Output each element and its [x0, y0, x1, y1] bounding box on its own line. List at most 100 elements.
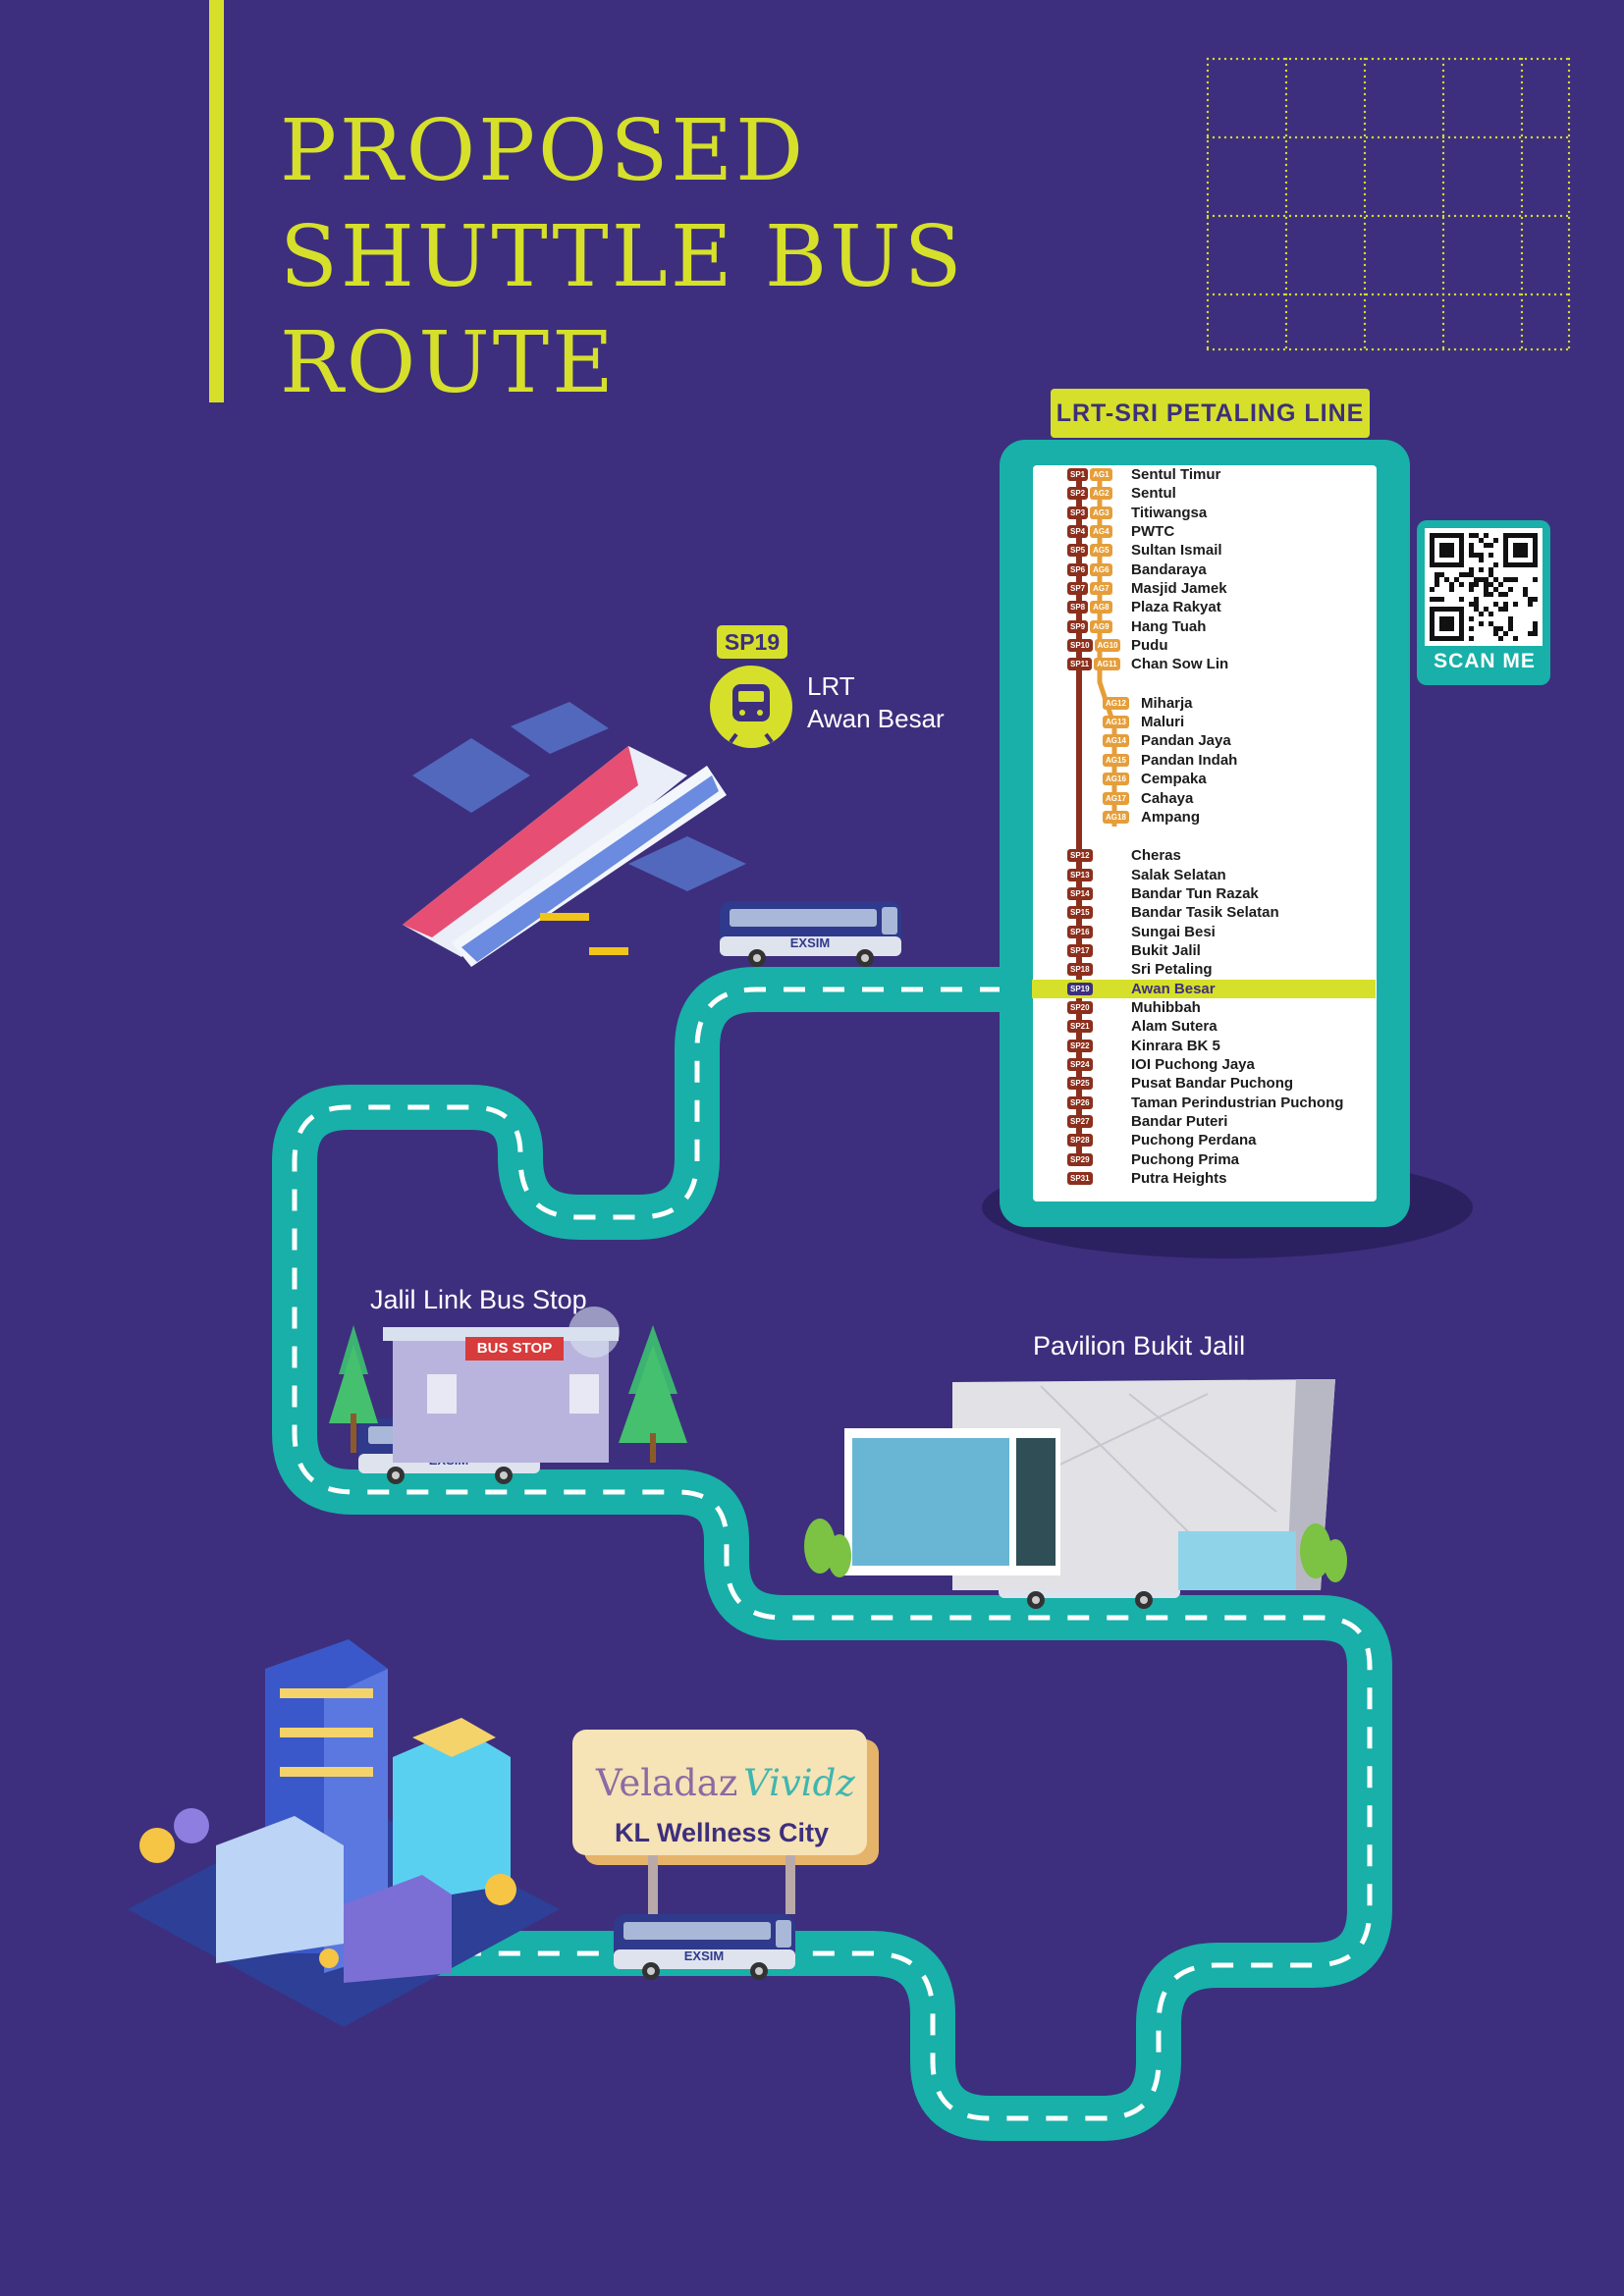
pavilion-building-illustration	[804, 1379, 1347, 1590]
station-code: AG8	[1090, 601, 1112, 614]
station-name: Taman Perindustrian Puchong	[1131, 1094, 1344, 1111]
station-code: AG9	[1090, 619, 1112, 633]
shuttle-route-road	[272, 967, 1392, 2141]
station-name: Muhibbah	[1131, 998, 1201, 1016]
station-code: AG2	[1090, 487, 1112, 501]
station-row: SP31 Putra Heights	[1032, 1169, 1376, 1188]
station-code: AG14	[1103, 734, 1129, 748]
station-code: SP11	[1067, 658, 1093, 671]
station-code: SP20	[1067, 1000, 1093, 1014]
station-name: Putra Heights	[1131, 1170, 1227, 1188]
station-name: Salak Selatan	[1131, 866, 1226, 883]
station-name: Awan Besar	[1131, 980, 1216, 997]
kl-wellness-city-illustration	[128, 1639, 560, 2027]
lrt-station-illustration	[403, 702, 746, 967]
station-code: SP6	[1067, 562, 1089, 576]
station-code: AG7	[1090, 582, 1112, 596]
station-row: SP20 Muhibbah	[1032, 998, 1376, 1017]
station-row: SP18 Sri Petaling	[1032, 960, 1376, 979]
bus-label: EXSIM	[684, 1949, 724, 1963]
station-name: Hang Tuah	[1131, 617, 1207, 635]
station-name: Plaza Rakyat	[1131, 599, 1221, 616]
station-code: SP7	[1067, 582, 1089, 596]
station-code: AG11	[1094, 658, 1120, 671]
veladaz-logo: Veladaz	[596, 1762, 738, 1804]
station-row: SP25 Pusat Bandar Puchong	[1032, 1074, 1376, 1093]
station-name: Sentul Timur	[1131, 466, 1221, 483]
station-row: SP17 Bukit Jalil	[1032, 941, 1376, 960]
station-name: Cahaya	[1141, 789, 1194, 807]
lrt-station-name: Awan Besar	[807, 704, 945, 733]
station-code: AG17	[1103, 791, 1129, 805]
title-accent-bar	[209, 0, 224, 402]
station-row: AG12 Miharja	[1032, 694, 1376, 713]
station-row: SP15 Bandar Tasik Selatan	[1032, 903, 1376, 922]
station-name: Sungai Besi	[1131, 923, 1216, 940]
station-code: SP24	[1067, 1057, 1093, 1071]
station-name: Bandar Tasik Selatan	[1131, 904, 1279, 922]
station-code: SP29	[1067, 1152, 1093, 1166]
station-name: Pusat Bandar Puchong	[1131, 1075, 1294, 1093]
station-code: AG18	[1103, 810, 1129, 824]
station-code: SP17	[1067, 943, 1093, 957]
station-code: SP26	[1067, 1095, 1093, 1109]
bus-label: EXSIM	[790, 935, 830, 950]
station-code: AG12	[1103, 696, 1129, 710]
station-code: SP22	[1067, 1039, 1093, 1052]
pavilion-label: Pavilion Bukit Jalil	[1033, 1331, 1246, 1361]
qr-code[interactable]	[1417, 520, 1550, 685]
station-name: Puchong Perdana	[1131, 1132, 1257, 1149]
station-name: Chan Sow Lin	[1131, 656, 1229, 673]
station-name: Pandan Indah	[1141, 751, 1238, 769]
station-name: Titiwangsa	[1131, 504, 1208, 521]
station-row: AG18 Ampang	[1032, 808, 1376, 827]
station-code: SP28	[1067, 1134, 1093, 1148]
sp-line-strip	[1076, 476, 1082, 1163]
station-name: Kinrara BK 5	[1131, 1037, 1220, 1054]
station-code: SP21	[1067, 1020, 1093, 1034]
station-code: SP25	[1067, 1077, 1093, 1091]
station-name: Sentul	[1131, 485, 1176, 503]
station-code-badge: SP19	[717, 625, 787, 659]
station-code: SP18	[1067, 963, 1093, 977]
station-row: AG17 Cahaya	[1032, 789, 1376, 808]
dotted-grid-decoration	[1206, 57, 1571, 351]
station-name: Bandar Puteri	[1131, 1113, 1228, 1130]
station-row: SP13 Salak Selatan	[1032, 866, 1376, 884]
station-name: Miharja	[1141, 694, 1193, 712]
station-name: Pudu	[1131, 637, 1168, 655]
lrt-station-label: LRT Awan Besar	[807, 670, 945, 735]
station-name: Sri Petaling	[1131, 961, 1213, 979]
station-code: SP4	[1067, 525, 1089, 539]
page-title: PROPOSED SHUTTLE BUS ROUTE	[280, 98, 965, 416]
station-code: SP13	[1067, 868, 1093, 881]
station-code: SP31	[1067, 1172, 1093, 1186]
station-code: AG5	[1090, 544, 1112, 558]
title-line: PROPOSED	[280, 102, 807, 200]
scan-me-label: SCAN ME	[1434, 650, 1536, 672]
station-name: Ampang	[1141, 808, 1200, 826]
station-code: AG4	[1090, 525, 1112, 539]
lrt-type: LRT	[807, 671, 855, 701]
station-code: SP5	[1067, 544, 1089, 558]
station-code: SP15	[1067, 906, 1093, 920]
station-name: Bukit Jalil	[1131, 941, 1201, 959]
kl-wellness-label: KL Wellness City	[614, 1818, 830, 1847]
